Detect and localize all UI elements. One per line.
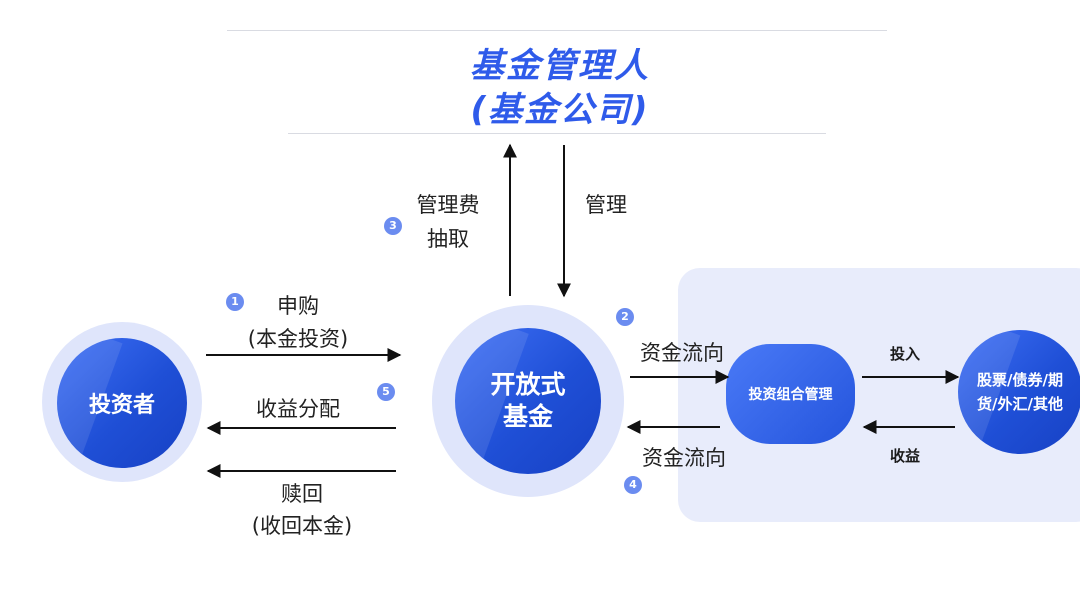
- invest-label: 投入: [890, 345, 921, 363]
- fund-in-label: 资金流向: [642, 446, 726, 470]
- fund-out-label: 资金流向: [640, 341, 724, 365]
- subscribe-label-line2: (本金投资): [247, 327, 349, 351]
- badge-1: 1: [226, 293, 244, 311]
- fund-node: 开放式 基金: [455, 328, 601, 474]
- title-top-rule: [227, 30, 887, 31]
- investor-label: 投资者: [88, 393, 155, 418]
- badge-2: 2: [616, 308, 634, 326]
- distribution-label: 收益分配: [256, 397, 340, 421]
- portfolio-node: 投资组合管理: [726, 344, 855, 444]
- investor-node: 投资者: [57, 338, 187, 468]
- fund-label-line2: 基金: [502, 402, 553, 431]
- redeem-label-line2: (收回本金): [251, 514, 353, 538]
- portfolio-label: 投资组合管理: [748, 387, 833, 403]
- manage-label: 管理: [585, 193, 627, 217]
- assets-node: 股票/债券/期 货/外汇/其他: [958, 330, 1080, 454]
- fee-label-line1: 管理费: [416, 193, 480, 217]
- subscribe-label-line1: 申购: [277, 294, 319, 318]
- diagram-title-line2: (基金公司): [470, 90, 650, 130]
- badge-3: 3: [384, 217, 402, 235]
- fund-label-line1: 开放式: [490, 370, 566, 399]
- title-bottom-rule: [288, 133, 826, 134]
- income-label: 收益: [890, 447, 921, 465]
- redeem-label-line1: 赎回: [281, 482, 323, 506]
- assets-label-line1: 股票/债券/期: [977, 371, 1063, 389]
- badge-4: 4: [624, 476, 642, 494]
- assets-label-line2: 货/外汇/其他: [977, 395, 1063, 413]
- fee-label-line2: 抽取: [427, 227, 469, 251]
- diagram-title-line1: 基金管理人: [470, 46, 650, 86]
- badge-5: 5: [377, 383, 395, 401]
